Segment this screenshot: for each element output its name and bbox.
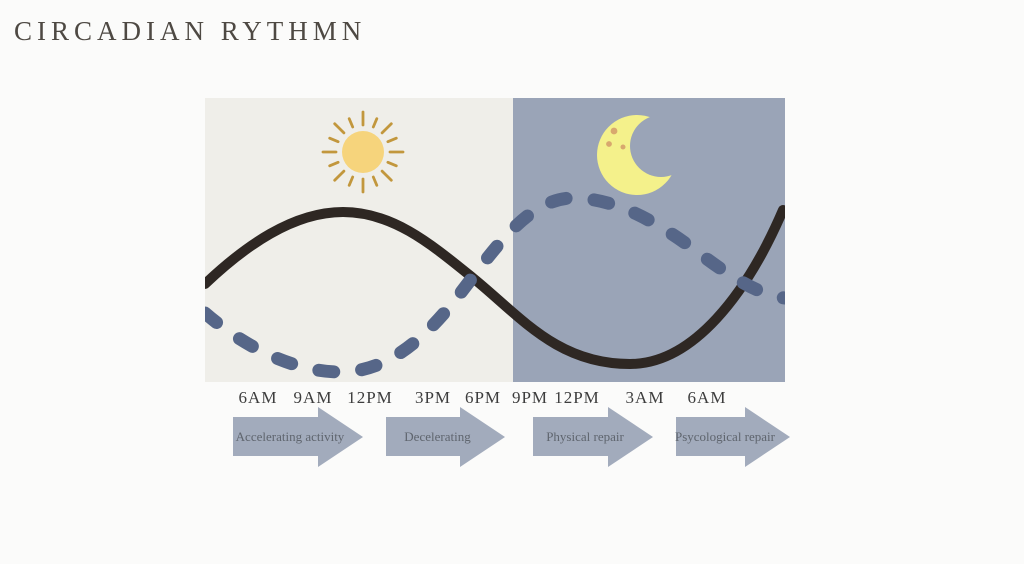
phase-arrow: Physical repair <box>533 407 653 467</box>
phase-label: Psycological repair <box>675 428 775 444</box>
page-title: CIRCADIAN RYTHMN <box>14 16 367 46</box>
phase-arrow: Accelerating activity <box>233 407 363 467</box>
time-tick: 12PM <box>347 388 393 407</box>
arrow-head-icon <box>318 407 363 467</box>
dashed-rhythm-curve <box>205 191 785 379</box>
arrow-body <box>233 417 319 456</box>
arrow-head-icon <box>460 407 505 467</box>
arrow-body <box>386 417 461 456</box>
phase-label: Accelerating activity <box>235 428 345 444</box>
phase-arrows: Accelerating activity Decelerating Physi… <box>0 407 1024 467</box>
phase-label: Physical repair <box>546 428 624 444</box>
solid-rhythm-curve <box>205 205 785 370</box>
moon-icon <box>597 115 692 195</box>
circadian-chart <box>205 98 785 382</box>
time-tick: 6AM <box>687 388 727 407</box>
arrow-head-icon <box>745 407 790 467</box>
time-tick: 12PM <box>554 388 600 407</box>
arrow-head-icon <box>608 407 653 467</box>
time-tick: 6AM <box>238 388 278 407</box>
time-tick: 9AM <box>293 388 333 407</box>
phase-arrow: Psycological repair <box>675 407 790 467</box>
time-tick: 9PM <box>511 388 549 407</box>
phase-arrow: Decelerating <box>386 407 505 467</box>
time-axis: 6AM 9AM 12PM 3PM 6PM 9PM 12PM 3AM 6AM <box>0 388 1024 408</box>
time-tick: 3PM <box>414 388 452 407</box>
time-tick: 6PM <box>464 388 502 407</box>
rhythm-chart-svg <box>205 98 785 382</box>
phase-label: Decelerating <box>404 428 471 444</box>
time-tick: 3AM <box>625 388 665 407</box>
arrow-body <box>533 417 609 456</box>
arrow-body <box>676 417 746 456</box>
sun-icon <box>321 110 405 194</box>
